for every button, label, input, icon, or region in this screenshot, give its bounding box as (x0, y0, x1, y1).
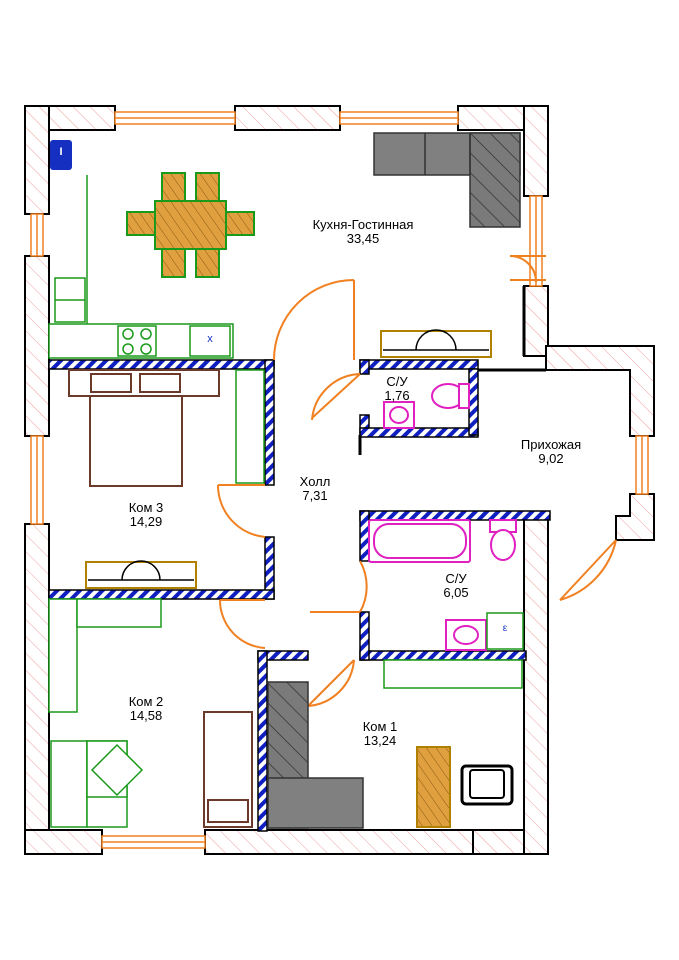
tv-stand-room3 (85, 560, 197, 589)
thin-walls (358, 286, 546, 455)
room-area: 7,31 (302, 488, 328, 503)
room-area: 14,29 (129, 514, 163, 529)
corner-sofa (373, 132, 521, 228)
room-area: 33,45 (346, 231, 380, 246)
room-label-kitchen: Кухня-Гостинная 33,45 (303, 218, 423, 246)
room-label-wc1: С/У 1,76 (337, 375, 457, 403)
dining-table (126, 172, 255, 278)
office-chair-icon (460, 764, 514, 806)
room-area: 14,58 (129, 708, 163, 723)
boiler-label: I (59, 146, 63, 158)
room1-sofa (267, 681, 364, 829)
room-name: С/У (445, 571, 467, 586)
room-area: 13,24 (363, 733, 397, 748)
room2-furniture (48, 598, 162, 828)
room-label-corridor: Холл 7,31 (255, 475, 375, 503)
wardrobe-room3 (235, 369, 265, 484)
room-label-room3: Ком 3 14,29 (86, 501, 206, 529)
bathroom-1-fixtures (383, 383, 470, 429)
bed-room3 (68, 369, 220, 487)
door-swings (216, 255, 617, 707)
room-name: С/У (386, 374, 408, 389)
room-name: Ком 3 (128, 500, 164, 515)
room-label-room2: Ком 2 14,58 (86, 695, 206, 723)
boiler-icon (50, 140, 72, 170)
room-name: Кухня-Гостинная (312, 217, 414, 232)
room-area: 9,02 (538, 451, 564, 466)
room1-desk (416, 746, 451, 828)
room-area: 6,05 (443, 585, 469, 600)
exterior-walls (24, 105, 655, 855)
bathroom-2-fixtures (368, 519, 517, 651)
kitchen-counter (48, 175, 234, 359)
room-name: Прихожая (520, 437, 582, 452)
washer-label: ε (502, 623, 508, 634)
room-name: Ком 2 (128, 694, 164, 709)
room-name: Холл (299, 474, 331, 489)
room-name: Ком 1 (362, 719, 398, 734)
interior-partitions (48, 359, 551, 832)
room-area: 1,76 (384, 388, 410, 403)
sink-label: x (207, 333, 213, 345)
washing-machine (486, 612, 524, 650)
room1-shelf (383, 659, 523, 689)
room-label-hall: Прихожая 9,02 (491, 438, 611, 466)
room-label-wc2: С/У 6,05 (396, 572, 516, 600)
windows (30, 111, 649, 849)
room-label-room1: Ком 1 13,24 (320, 720, 440, 748)
tv-stand-kitchen (380, 329, 492, 358)
bed-room2 (203, 711, 253, 828)
